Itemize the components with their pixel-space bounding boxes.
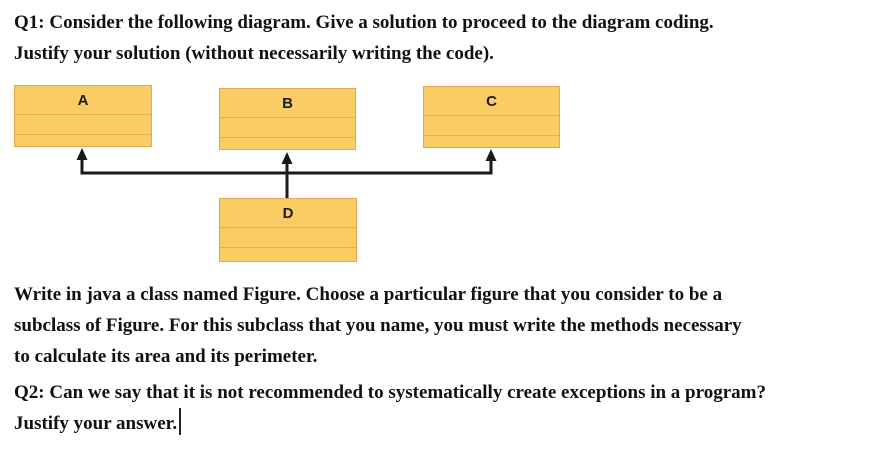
class-box-c-methods-compartment [424,136,559,147]
class-box-d-methods-compartment [220,248,356,261]
class-box-c: C [423,86,560,148]
class-box-c-label: C [486,92,497,110]
class-box-b-title: B [220,89,355,118]
q1-line-1: Q1: Consider the following diagram. Give… [14,12,714,33]
figure-line-1: Write in java a class named Figure. Choo… [14,284,723,305]
class-box-c-attributes-compartment [424,116,559,136]
figure-line-3: to calculate its area and its perimeter. [14,346,318,367]
arrowhead-to-c-icon [485,149,497,161]
class-box-a-label: A [77,91,89,109]
inheritance-arrows [76,148,497,198]
class-box-d-attributes-compartment [220,228,356,248]
class-diagram[interactable]: A B C D [0,80,620,280]
q2-line-2-text: Justify your answer. [14,413,178,434]
figure-task-paragraph: Write in java a class named Figure. Choo… [14,279,742,372]
class-box-a: A [14,85,152,147]
q1-line-2: Justify your solution (without necessari… [14,43,494,64]
class-box-a-attributes-compartment [15,115,151,135]
arrowhead-to-b-icon [281,152,293,164]
class-box-b-methods-compartment [220,138,355,149]
class-box-c-title: C [424,87,559,116]
class-box-b-attributes-compartment [220,118,355,138]
q2-line-1: Q2: Can we say that it is not recommende… [14,382,766,403]
class-box-b-label: B [282,94,293,112]
q1-paragraph: Q1: Consider the following diagram. Give… [14,7,714,69]
class-box-d: D [219,198,357,262]
class-box-a-methods-compartment [15,135,151,146]
class-box-d-title: D [220,199,356,228]
text-cursor [179,408,182,435]
arrowhead-to-a-icon [76,148,88,160]
class-box-b: B [219,88,356,150]
class-box-d-label: D [282,204,294,222]
class-box-a-title: A [15,86,151,115]
q2-paragraph: Q2: Can we say that it is not recommende… [14,377,766,439]
q2-line-2: Justify your answer. [14,408,766,439]
figure-line-2: subclass of Figure. For this subclass th… [14,315,742,336]
